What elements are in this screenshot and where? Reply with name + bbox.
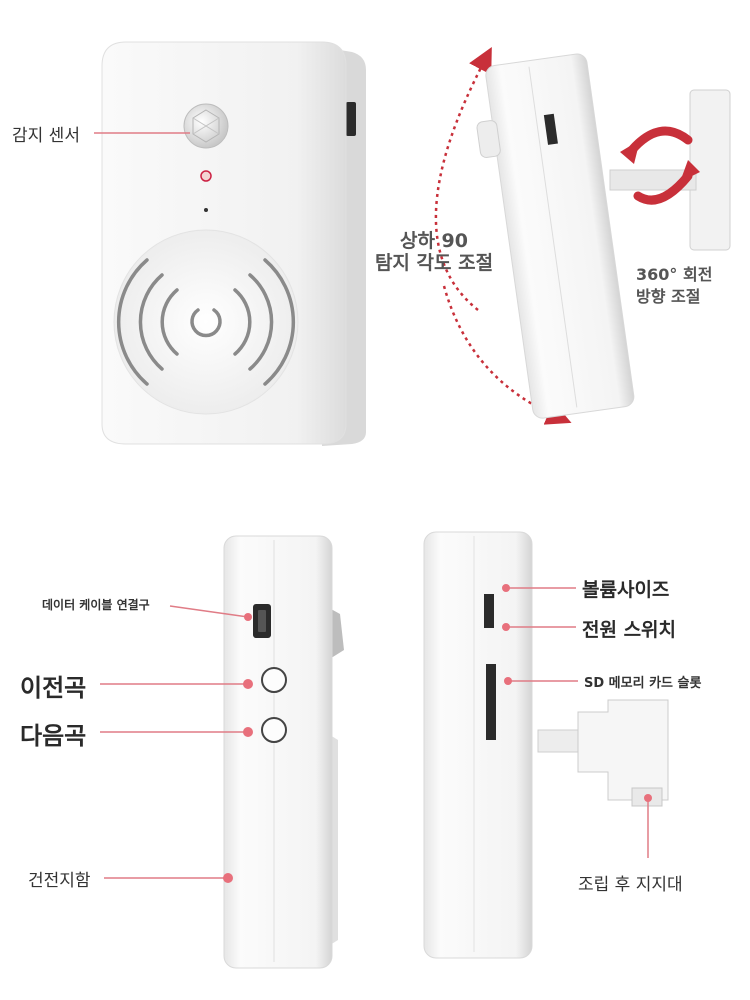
sd-card-slot[interactable]	[486, 664, 496, 740]
left-side-device	[223, 535, 344, 969]
battery-label: 건전지함	[28, 871, 91, 891]
tilt-label: 상하 90 탐지 각도 조절	[368, 230, 500, 274]
cable-port-label: 데이터 케이블 연결구	[42, 598, 150, 612]
tilt-label-line2: 탐지 각도 조절	[374, 252, 494, 274]
speaker-grille	[113, 229, 299, 415]
cable-callout-dot	[244, 613, 252, 621]
right-side-device	[423, 531, 669, 959]
sensor-label: 감지 센서	[12, 126, 80, 146]
bracket-callout-dot	[644, 794, 652, 802]
tilt-arc-up	[434, 46, 492, 311]
next-callout-dot	[243, 727, 253, 737]
next-track-label: 다음곡	[20, 722, 87, 750]
prev-track-label: 이전곡	[20, 674, 87, 702]
angle-view-device	[434, 46, 731, 425]
tilt-arc-down	[442, 285, 572, 425]
callouts	[94, 132, 652, 883]
wall-bracket	[609, 89, 731, 251]
volume-callout-dot	[502, 584, 510, 592]
microphone-hole	[204, 208, 208, 212]
volume-label: 볼륨사이즈	[582, 579, 670, 601]
power-switch-label: 전원 스위치	[582, 619, 677, 641]
side-usb-port	[346, 102, 356, 136]
cable-callout-line	[169, 605, 249, 618]
sd-callout-dot	[504, 677, 512, 685]
volume-dial[interactable]	[484, 594, 494, 628]
battery-callout-dot	[223, 873, 233, 883]
rotate-label: 360° 회전 방향 조절	[636, 264, 712, 308]
rotate-label-line1: 360° 회전	[636, 265, 713, 284]
pir-sensor	[183, 103, 229, 149]
bracket-label: 조립 후 지지대	[578, 875, 683, 895]
power-callout-dot	[502, 623, 510, 631]
status-led	[200, 170, 212, 182]
front-view-device	[101, 41, 366, 446]
rotate-label-line2: 방향 조절	[636, 287, 701, 306]
tilt-label-line1: 상하 90	[399, 230, 468, 252]
next-track-button[interactable]	[261, 717, 287, 743]
prev-track-button[interactable]	[261, 667, 287, 693]
support-bracket	[537, 699, 669, 807]
prev-callout-dot	[243, 679, 253, 689]
rotate-arrows	[620, 126, 700, 205]
sd-slot-label: SD 메모리 카드 슬롯	[584, 676, 702, 691]
